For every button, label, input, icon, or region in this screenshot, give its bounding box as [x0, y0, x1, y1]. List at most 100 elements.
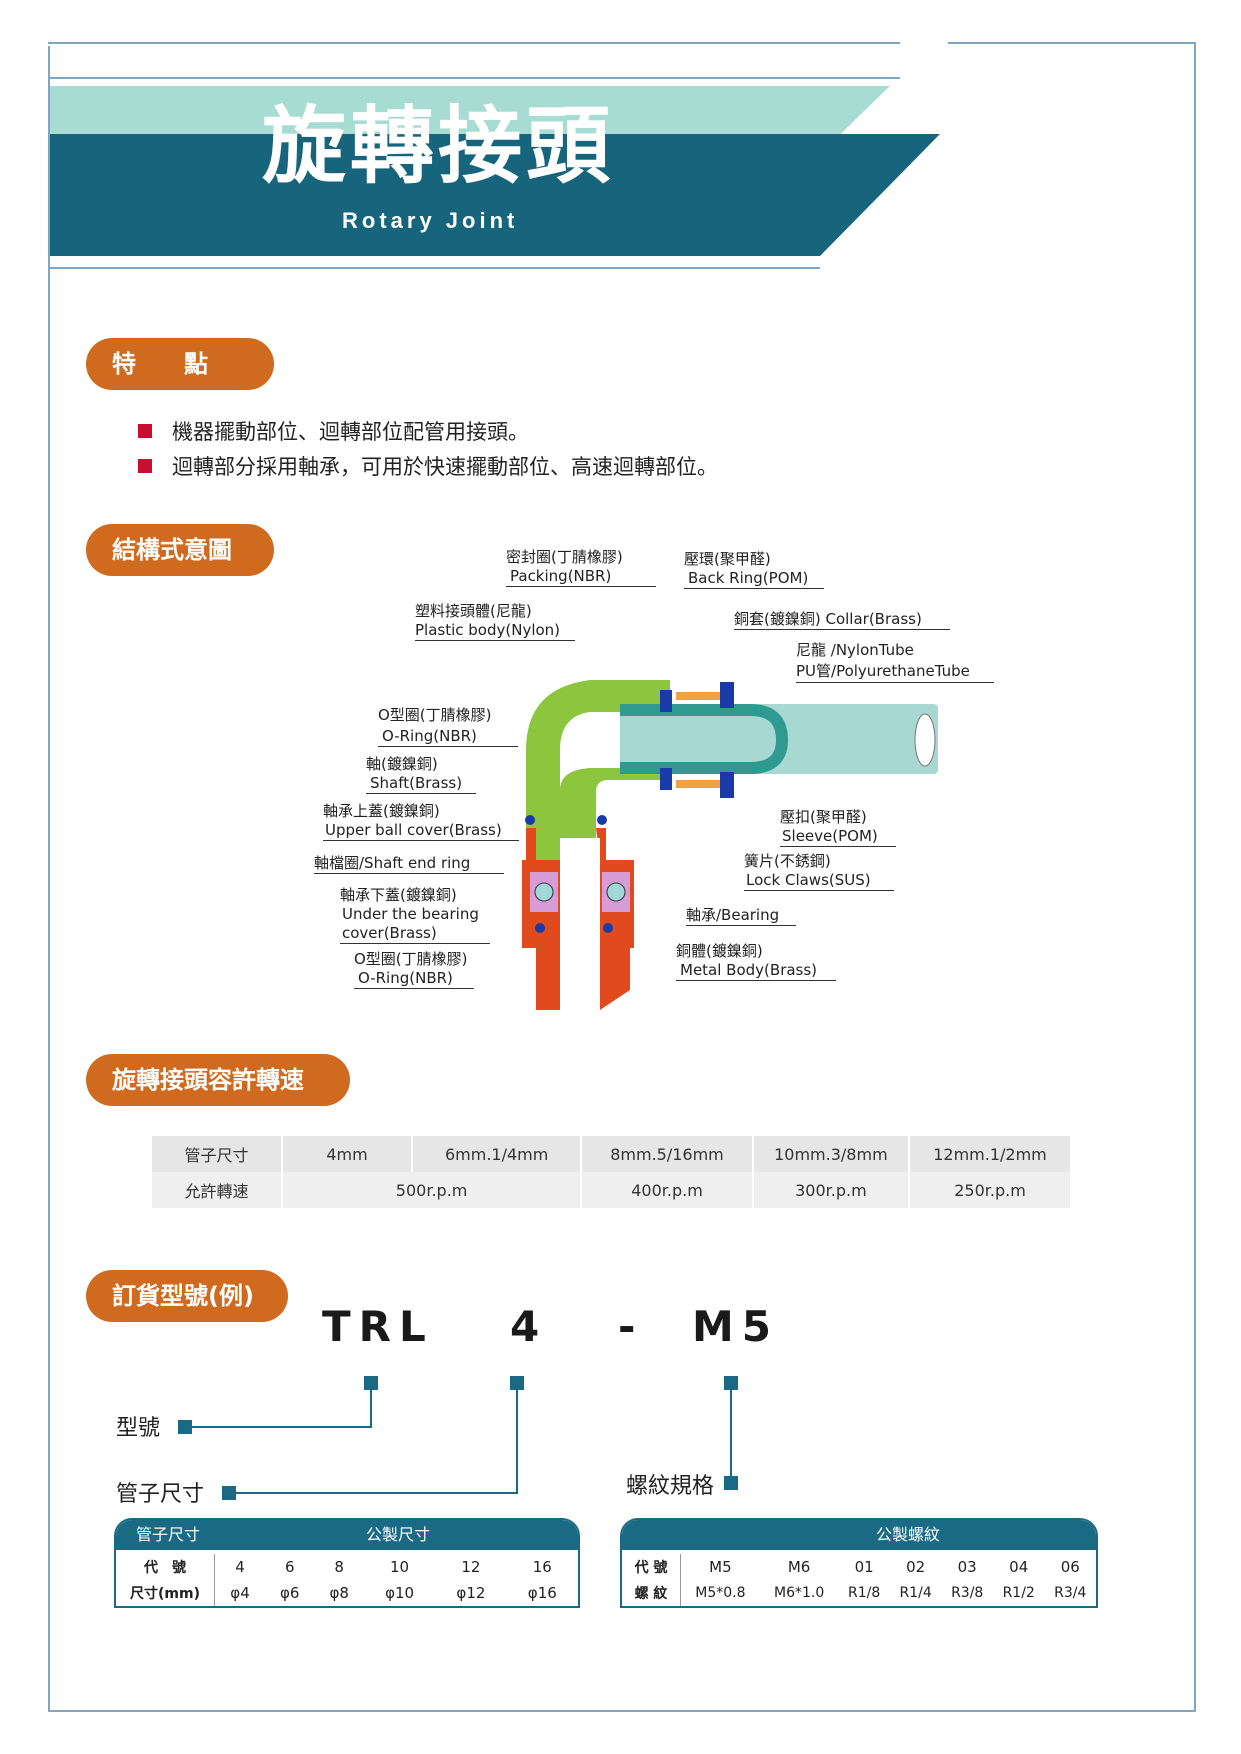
- leader-line: [796, 682, 994, 683]
- table-cell: 16: [532, 1558, 552, 1576]
- table-row: 允許轉速 500r.p.m 400r.p.m 300r.p.m 250r.p.m: [152, 1172, 1072, 1208]
- marker-icon: [222, 1486, 236, 1500]
- table-cell: R1/4: [899, 1585, 932, 1601]
- table-cell: 400r.p.m: [581, 1172, 754, 1208]
- table-cell: 10: [390, 1558, 410, 1576]
- label-upper-cover-zh: 軸承上蓋(鍍鎳銅): [323, 802, 440, 820]
- label-end-ring: 軸檔圈/Shaft end ring: [314, 854, 471, 872]
- connector-line: [516, 1390, 518, 1494]
- label-shaft-en: Shaft(Brass): [370, 774, 463, 792]
- tube-size-table: 管子尺寸 公製尺寸 代 號 4 6 8 10 12 16 尺寸(mm) φ4 φ…: [114, 1518, 580, 1608]
- leader-line: [366, 793, 476, 794]
- connector-line: [370, 1390, 372, 1428]
- marker-icon: [178, 1420, 192, 1434]
- leader-line: [378, 746, 518, 747]
- table-cell: M6*1.0: [773, 1585, 825, 1601]
- label-lockclaws-zh: 簧片(不銹鋼): [744, 852, 831, 870]
- leader-line: [744, 890, 894, 891]
- table-cell: 02: [906, 1558, 926, 1576]
- table-cell: 04: [1009, 1558, 1029, 1576]
- table-cell: φ6: [280, 1584, 300, 1602]
- marker-icon: [510, 1376, 524, 1390]
- rotary-joint-diagram: [522, 680, 938, 1010]
- leader-line: [684, 588, 824, 589]
- table-cell: 10mm.3/8mm: [752, 1136, 911, 1172]
- feature-item-1: 機器擺動部位、迴轉部位配管用接頭。: [172, 420, 529, 444]
- table-cell: 06: [1060, 1558, 1080, 1576]
- leader-line: [734, 629, 950, 630]
- table-cell: φ16: [527, 1584, 557, 1602]
- leader-line: [340, 943, 490, 944]
- table-row: 管子尺寸 4mm 6mm.1/4mm 8mm.5/16mm 10mm.3/8mm…: [152, 1136, 1072, 1172]
- table-cell: 4: [235, 1558, 245, 1576]
- table-cell: 8: [334, 1558, 344, 1576]
- table-cell: M5*0.8: [695, 1585, 746, 1601]
- label-backring-zh: 壓環(聚甲醛): [684, 550, 771, 568]
- label-metalbody-en: Metal Body(Brass): [680, 961, 818, 979]
- table-header: 管子尺寸 公製尺寸: [116, 1520, 578, 1550]
- label-packing-en: Packing(NBR): [510, 567, 612, 585]
- order-thread-label: 螺紋規格: [626, 1474, 715, 1499]
- table-cell: φ4: [230, 1584, 250, 1602]
- structure-label: 結構式意圖: [86, 524, 274, 576]
- marker-icon: [724, 1476, 738, 1490]
- connector-line: [186, 1426, 372, 1428]
- bullet-icon: [138, 424, 152, 438]
- order-label: 訂貨型號(例): [86, 1270, 288, 1322]
- table-cell: 6mm.1/4mm: [412, 1136, 583, 1172]
- order-code-dash: -: [618, 1302, 644, 1351]
- order-code-model: TRL: [322, 1302, 434, 1351]
- label-oring-top-zh: O型圈(丁腈橡膠): [378, 706, 492, 724]
- header-banner: [50, 77, 940, 269]
- table-cell: 允許轉速: [152, 1172, 283, 1208]
- table-cell: M6: [787, 1558, 811, 1576]
- frame-line-top: [48, 42, 900, 44]
- table-cell: 8mm.5/16mm: [581, 1136, 754, 1172]
- label-tube-2: PU管/PolyurethaneTube: [796, 662, 970, 680]
- table-cell: 500r.p.m: [281, 1172, 583, 1208]
- leader-line: [686, 925, 796, 926]
- table-row: 螺 紋 M5*0.8 M6*1.0 R1/8 R1/4 R3/8 R1/2 R3…: [622, 1580, 1096, 1606]
- table-cell: 01: [854, 1558, 874, 1576]
- page-title: 旋轉接頭: [262, 96, 615, 195]
- marker-icon: [364, 1376, 378, 1390]
- order-tube-label: 管子尺寸: [116, 1482, 205, 1507]
- table-cell: 03: [957, 1558, 977, 1576]
- speed-table: 管子尺寸 4mm 6mm.1/4mm 8mm.5/16mm 10mm.3/8mm…: [152, 1136, 1072, 1208]
- speed-label: 旋轉接頭容許轉速: [86, 1054, 350, 1106]
- label-collar: 銅套(鍍鎳銅) Collar(Brass): [734, 610, 922, 628]
- marker-icon: [724, 1376, 738, 1390]
- label-packing-zh: 密封圈(丁腈橡膠): [506, 548, 623, 566]
- table-cell: φ12: [456, 1584, 486, 1602]
- table-cell: 代 號: [622, 1554, 681, 1580]
- label-shaft-zh: 軸(鍍鎳銅): [366, 755, 438, 773]
- thread-table: 公製螺紋 代 號 M5 M6 01 02 03 04 06 螺 紋 M5*0.8…: [620, 1518, 1098, 1608]
- label-plastic-zh: 塑料接頭體(尼龍): [415, 602, 532, 620]
- label-under-cover-en1: Under the bearing: [342, 905, 479, 923]
- connector-line: [730, 1390, 732, 1480]
- table-header: 公製螺紋: [622, 1520, 1096, 1550]
- label-bearing: 軸承/Bearing: [686, 906, 780, 924]
- label-tube-1: 尼龍 /NylonTube: [796, 641, 914, 659]
- order-code-size: 4: [510, 1302, 548, 1351]
- table-cell: R3/4: [1054, 1585, 1087, 1601]
- table-cell: 6: [284, 1558, 295, 1576]
- label-metalbody-zh: 銅體(鍍鎳銅): [676, 942, 763, 960]
- label-under-cover-en2: cover(Brass): [342, 924, 437, 942]
- feature-item-2: 迴轉部分採用軸承，可用於快速擺動部位、高速迴轉部位。: [172, 455, 718, 479]
- label-plastic-en: Plastic body(Nylon): [415, 621, 561, 639]
- connector-line: [230, 1492, 518, 1494]
- table-cell: 300r.p.m: [752, 1172, 911, 1208]
- leader-line: [354, 988, 474, 989]
- table-cell: 代 號: [116, 1554, 215, 1580]
- table-cell: 12mm.1/2mm: [909, 1136, 1072, 1172]
- table-row: 代 號 M5 M6 01 02 03 04 06: [622, 1554, 1096, 1580]
- table-cell: 250r.p.m: [909, 1172, 1072, 1208]
- features-label: 特 點: [86, 338, 274, 390]
- table-cell: 12: [461, 1558, 481, 1576]
- label-lockclaws-en: Lock Claws(SUS): [746, 871, 871, 889]
- label-upper-cover-en: Upper ball cover(Brass): [325, 821, 502, 839]
- table-cell: 4mm: [281, 1136, 414, 1172]
- order-code-thread: M5: [692, 1302, 780, 1351]
- table-cell: 管子尺寸: [152, 1136, 283, 1172]
